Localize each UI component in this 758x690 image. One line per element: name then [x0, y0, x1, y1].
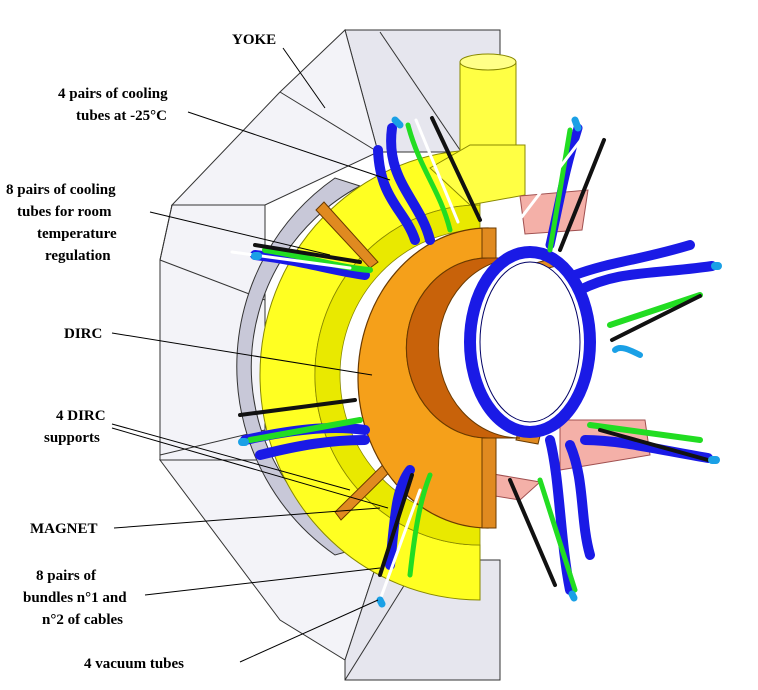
label-yoke: YOKE [232, 32, 276, 48]
tube-bundles [230, 116, 722, 608]
leader-cooling-room [149, 211, 331, 256]
leader-magnet [113, 507, 381, 529]
leader-vacuum [239, 599, 379, 663]
leader-lines [111, 47, 391, 663]
label-cooling-cold: 4 pairs of cooling tubes at -25°C [58, 86, 171, 124]
label-dirc-supports: 4 DIRC supports [44, 408, 109, 446]
leader-dirc-supports-1 [111, 423, 351, 491]
beam-opening [479, 261, 581, 423]
leader-yoke [282, 47, 326, 109]
label-cooling-room: 8 pairs of cooling tubes for room temper… [6, 182, 120, 264]
leader-cooling-cold [187, 111, 391, 181]
leader-bundles [144, 567, 381, 596]
labels: YOKE 4 pairs of cooling tubes at -25°C 8… [6, 32, 276, 672]
label-vacuum: 4 vacuum tubes [84, 656, 184, 672]
label-bundles: 8 pairs of bundles n°1 and n°2 of cables [23, 568, 130, 628]
blue-ring [464, 246, 596, 438]
leader-dirc-supports-2 [111, 427, 389, 509]
label-magnet: MAGNET [30, 521, 98, 537]
leader-dirc [111, 332, 373, 376]
dirc [357, 227, 521, 529]
label-dirc: DIRC [64, 326, 102, 342]
